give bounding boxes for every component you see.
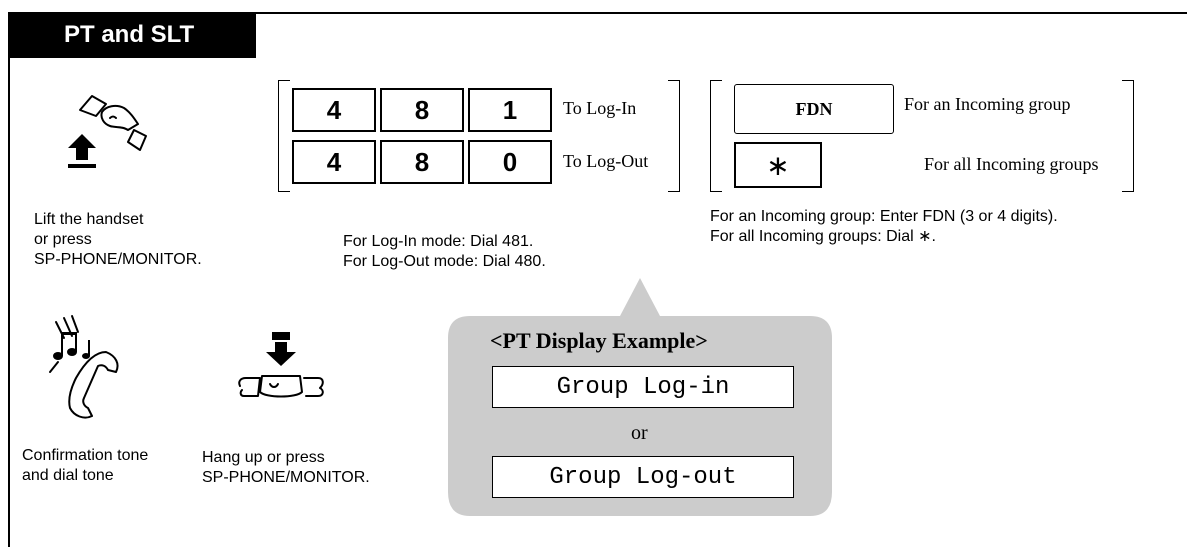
fdn-label: For an Incoming group [904,94,1071,114]
logout-label: To Log-Out [563,151,649,171]
dial-key-4: 4 [292,88,376,132]
lcd-line-login: Group Log-in [492,366,794,408]
login-label: To Log-In [563,98,637,118]
lift-caption-1: Lift the handset [34,211,144,228]
group-caption-2: For all Incoming groups: Dial ∗. [710,228,936,245]
dial-key-4: 4 [292,140,376,184]
lift-caption-3: SP-PHONE/MONITOR. [34,251,202,268]
tone-caption-2: and dial tone [22,467,114,484]
tone-caption-1: Confirmation tone [22,447,149,464]
dial-key-0: 0 [468,140,552,184]
star-label: For all Incoming groups [924,154,1099,174]
group-bracket-right [1122,80,1134,192]
fdn-key: FDN [734,84,894,134]
dial-caption-2: For Log-Out mode: Dial 480. [343,253,546,270]
frame-left-border [8,12,10,547]
display-or-text: or [631,422,648,444]
star-key: ∗ [734,142,822,188]
ringing-handset-icon [49,315,119,419]
dial-key-8: 8 [380,140,464,184]
group-bracket-left [710,80,722,192]
dial-bracket-right [668,80,680,192]
hangup-caption-1: Hang up or press [202,449,325,466]
display-example-title: <PT Display Example> [490,328,708,353]
frame-top-border [8,12,1187,14]
handset-hangup-icon [238,332,324,398]
hangup-caption-2: SP-PHONE/MONITOR. [202,469,370,486]
handset-lift-icon [68,95,147,168]
group-caption-1: For an Incoming group: Enter FDN (3 or 4… [710,208,1058,225]
lift-caption-2: or press [34,231,92,248]
lcd-line-logout: Group Log-out [492,456,794,498]
dial-key-8: 8 [380,88,464,132]
dial-key-1: 1 [468,88,552,132]
dial-caption-1: For Log-In mode: Dial 481. [343,233,534,250]
section-title-tab: PT and SLT [8,12,256,58]
dial-bracket-left [278,80,290,192]
